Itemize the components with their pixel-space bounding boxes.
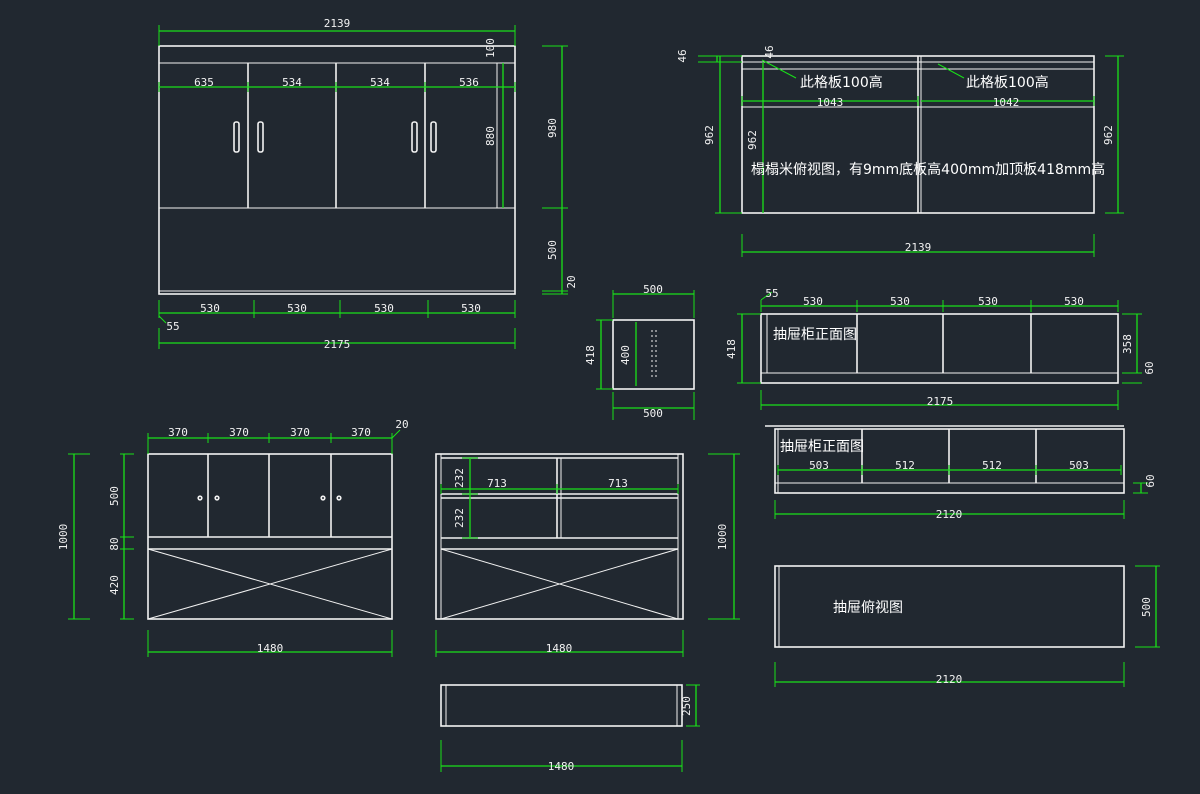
dim-total-width-9: 1480 bbox=[548, 760, 575, 773]
dim-right-height: 962 bbox=[1102, 125, 1115, 145]
drawer-top-view: 抽屉俯视图 500 2120 bbox=[774, 565, 1160, 687]
cabinet-front-center: 232 232 713 713 1000 1480 bbox=[435, 453, 740, 657]
wardrobe-front-view: 2139 100 635 534 534 536 880 980 500 20 … bbox=[158, 17, 578, 351]
dim-inner-height: 962 bbox=[746, 130, 759, 150]
dim-mid-height-5: 80 bbox=[108, 537, 121, 550]
dim-door-5-1: 370 bbox=[168, 426, 188, 439]
dim-door-1: 635 bbox=[194, 76, 214, 89]
dim-base-3: 530 bbox=[374, 302, 394, 315]
dim-shelf-6-2: 713 bbox=[608, 477, 628, 490]
dim-drawer-1: 530 bbox=[803, 295, 823, 308]
dim-left-height: 962 bbox=[703, 125, 716, 145]
dim-door-2: 534 bbox=[282, 76, 302, 89]
dim-total-width: 2175 bbox=[324, 338, 351, 351]
dim-total-width-5: 1480 bbox=[257, 642, 284, 655]
dim-drawer-2: 530 bbox=[890, 295, 910, 308]
dim-total-width-8: 2120 bbox=[936, 673, 963, 686]
dim-drawer-3: 530 bbox=[978, 295, 998, 308]
dim-right-width: 1042 bbox=[993, 96, 1020, 109]
dim-upper-height: 880 bbox=[484, 126, 497, 146]
dim-drawer-7-3: 512 bbox=[982, 459, 1002, 472]
dim-total-width-6: 1480 bbox=[546, 642, 573, 655]
dim-top-width: 2139 bbox=[324, 17, 351, 30]
dim-drawer-7-2: 512 bbox=[895, 459, 915, 472]
dim-height-4: 418 bbox=[725, 339, 738, 359]
drawer-cabinet-front-b: 抽屉柜正面图 503 512 512 503 60 2120 bbox=[765, 425, 1157, 521]
dim-left-width: 1043 bbox=[817, 96, 844, 109]
dim-lower-height-5: 420 bbox=[108, 575, 121, 595]
note-shelf-left: 此格板100高 bbox=[800, 74, 883, 91]
dim-upper-shelf-6: 232 bbox=[453, 468, 466, 488]
note-tatami: 榻榻米俯视图，有9mm底板高400mm加顶板418mm高 bbox=[751, 161, 1105, 178]
title-drawer-front-b: 抽屉柜正面图 bbox=[780, 439, 864, 455]
dim-bottom-width-3: 500 bbox=[643, 407, 663, 420]
dim-door-5-3: 370 bbox=[290, 426, 310, 439]
dim-total-width-4: 2175 bbox=[927, 395, 954, 408]
dim-base-height: 20 bbox=[565, 275, 578, 288]
dim-drawer-7-4: 503 bbox=[1069, 459, 1089, 472]
side-view: 500 418 400 500 bbox=[584, 283, 695, 420]
dim-upper-height-5: 500 bbox=[108, 486, 121, 506]
dim-height-8: 500 bbox=[1140, 597, 1153, 617]
note-shelf-right: 此格板100高 bbox=[966, 74, 1049, 91]
title-drawer-front-a: 抽屉柜正面图 bbox=[773, 327, 857, 343]
dim-outer-height: 418 bbox=[584, 345, 597, 365]
drawer-cabinet-front-a: 55 530 530 530 530 418 抽屉柜正面图 358 60 217… bbox=[725, 287, 1156, 410]
title-drawer-top: 抽屉俯视图 bbox=[833, 600, 903, 616]
dim-top-offset: 100 bbox=[484, 38, 497, 58]
dim-total-width-7: 2120 bbox=[936, 508, 963, 521]
dim-height-9: 250 bbox=[680, 696, 693, 716]
dim-door-5-4: 370 bbox=[351, 426, 371, 439]
dim-inner-height-4: 358 bbox=[1121, 334, 1134, 354]
dim-drawer-7-1: 503 bbox=[809, 459, 829, 472]
dim-top-offset-left: 46 bbox=[676, 49, 689, 62]
dim-lower-height: 500 bbox=[546, 240, 559, 260]
dim-shelf-6-1: 713 bbox=[487, 477, 507, 490]
dim-overall-height: 980 bbox=[546, 118, 559, 138]
dim-base-1: 530 bbox=[200, 302, 220, 315]
dim-inner-height-3: 400 bbox=[619, 345, 632, 365]
dim-total-height-5: 1000 bbox=[57, 524, 70, 551]
plinth-view: 250 1480 bbox=[440, 684, 700, 773]
dim-total-height-6: 1000 bbox=[716, 524, 729, 551]
dim-base-4: 530 bbox=[461, 302, 481, 315]
dim-inset: 55 bbox=[166, 320, 179, 333]
dim-door-4: 536 bbox=[459, 76, 479, 89]
cabinet-front-left: 370 370 370 370 20 1000 500 80 420 1480 bbox=[57, 418, 409, 657]
dim-total-width-2: 2139 bbox=[905, 241, 932, 254]
dim-lower-shelf-6: 232 bbox=[453, 508, 466, 528]
dim-offset-5: 20 bbox=[395, 418, 408, 431]
dim-top-offset-right: 46 bbox=[763, 45, 776, 58]
dim-top-width-3: 500 bbox=[643, 283, 663, 296]
dim-door-5-2: 370 bbox=[229, 426, 249, 439]
dim-door-3: 534 bbox=[370, 76, 390, 89]
dim-drawer-4: 530 bbox=[1064, 295, 1084, 308]
dim-base-height-4: 60 bbox=[1143, 361, 1156, 374]
dim-base-2: 530 bbox=[287, 302, 307, 315]
dim-inset-4: 55 bbox=[765, 287, 778, 300]
dim-base-height-7: 60 bbox=[1144, 474, 1157, 487]
tatami-top-view: 46 46 此格板100高 此格板100高 1043 1042 962 962 … bbox=[676, 45, 1124, 257]
